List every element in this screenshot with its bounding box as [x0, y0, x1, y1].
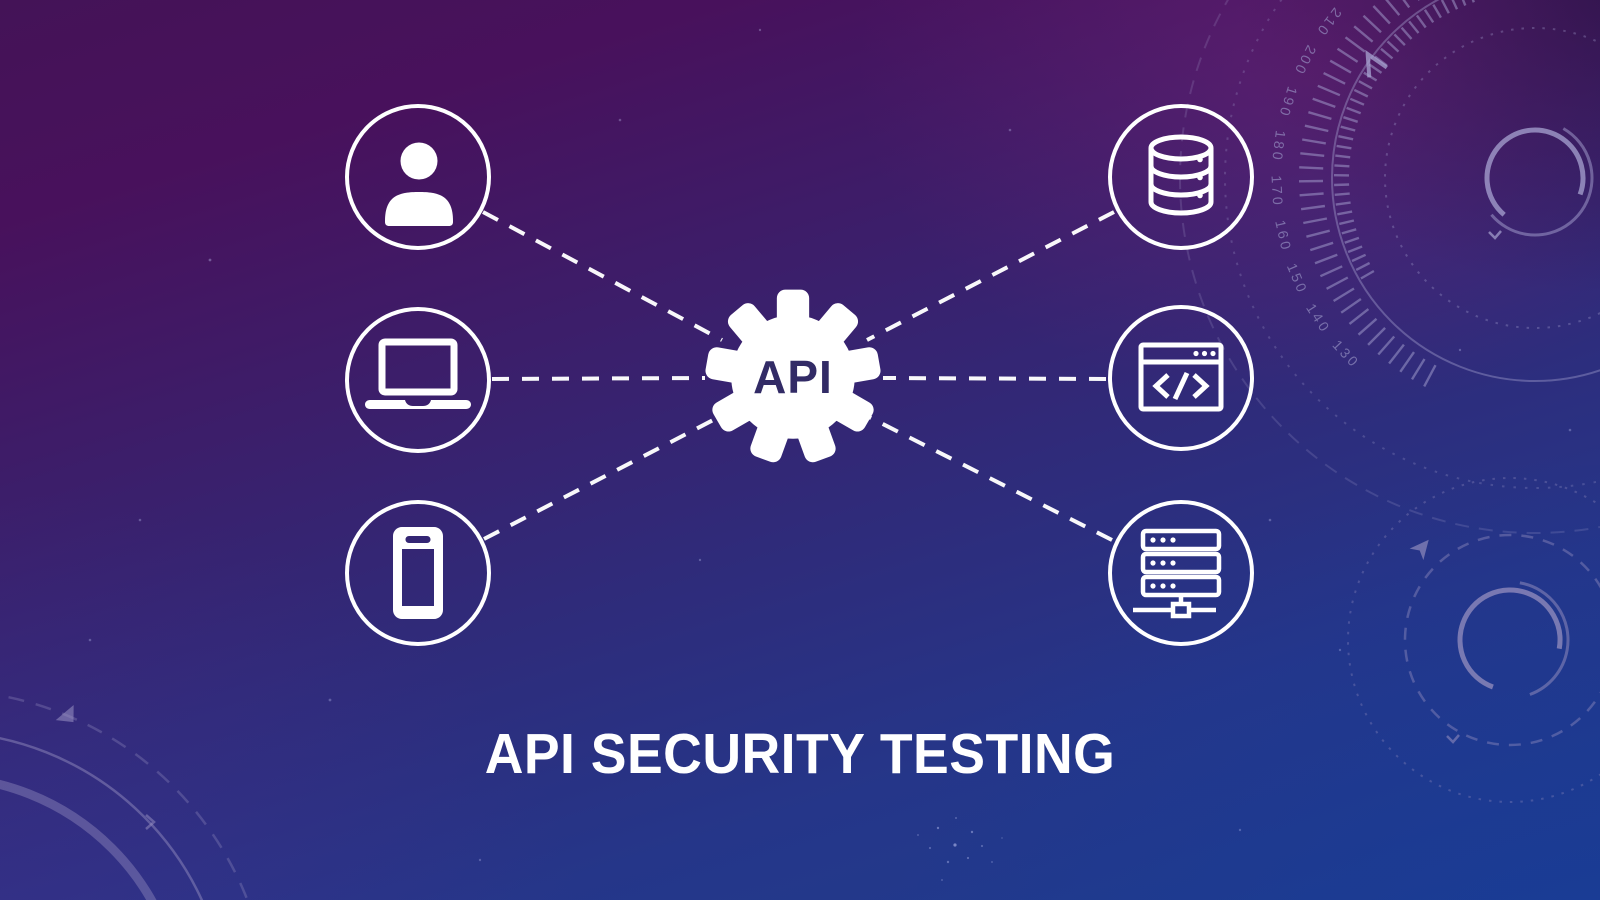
- connector-user-api: [482, 210, 723, 342]
- hud-circle-bottom-left-icon: [0, 694, 249, 900]
- server-icon: [1133, 528, 1222, 619]
- node-server: [1108, 500, 1254, 646]
- node-smartphone: [345, 500, 491, 646]
- node-code-window: [1108, 305, 1254, 451]
- api-gear: API: [698, 282, 888, 472]
- connector-server-api: [868, 415, 1113, 542]
- svg-text:180: 180: [1269, 129, 1289, 163]
- node-database: [1108, 104, 1254, 250]
- hud-dial-ticks: [1298, 0, 1475, 387]
- database-icon: [1148, 134, 1214, 216]
- connector-laptop-api: [491, 376, 706, 381]
- connector-code-api: [882, 376, 1107, 381]
- laptop-icon: [365, 338, 471, 409]
- smartphone-icon: [393, 527, 443, 619]
- connector-database-api: [866, 210, 1115, 342]
- page-title: API SECURITY TESTING: [484, 722, 1116, 786]
- code-window-icon: [1138, 342, 1224, 412]
- user-icon: [385, 142, 453, 226]
- node-laptop: [345, 307, 491, 453]
- gear-icon: [705, 289, 881, 463]
- starfield: [88, 28, 1572, 881]
- api-gear-label: API: [753, 351, 833, 403]
- node-user: [345, 104, 491, 250]
- svg-text:170: 170: [1269, 175, 1287, 208]
- svg-text:160: 160: [1272, 219, 1295, 254]
- connector-smartphone-api: [483, 415, 720, 541]
